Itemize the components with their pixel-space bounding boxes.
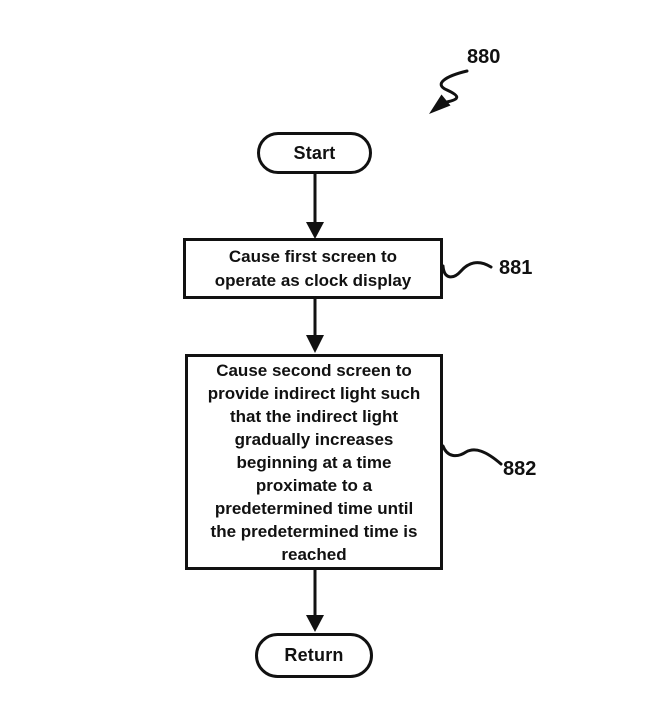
arrowhead-return-icon [306,615,324,632]
return-node: Return [255,633,373,678]
ref-882-leader-squiggle [441,444,503,466]
step-882-box: Cause second screen to provide indirect … [185,354,443,570]
step-881-ref-label: 881 [499,257,533,279]
figure-ref-label: 880 [467,46,501,68]
step-882-ref-label: 882 [503,458,537,480]
arrowhead-step2-icon [306,335,324,353]
arrowhead-step1-icon [306,222,324,239]
start-node-label: Start [293,142,336,163]
step-881-text: Cause first screen to operate as clock d… [214,246,412,290]
step-881-box: Cause first screen to operate as clock d… [183,238,443,299]
figure-ref-squiggle-arrow [439,69,469,104]
ref-881-leader-squiggle [441,261,493,279]
figure-ref-arrowhead-icon [429,94,451,114]
step-882-text: Cause second screen to provide indirect … [207,360,421,564]
return-node-label: Return [284,645,344,665]
start-node: Start [257,132,372,174]
